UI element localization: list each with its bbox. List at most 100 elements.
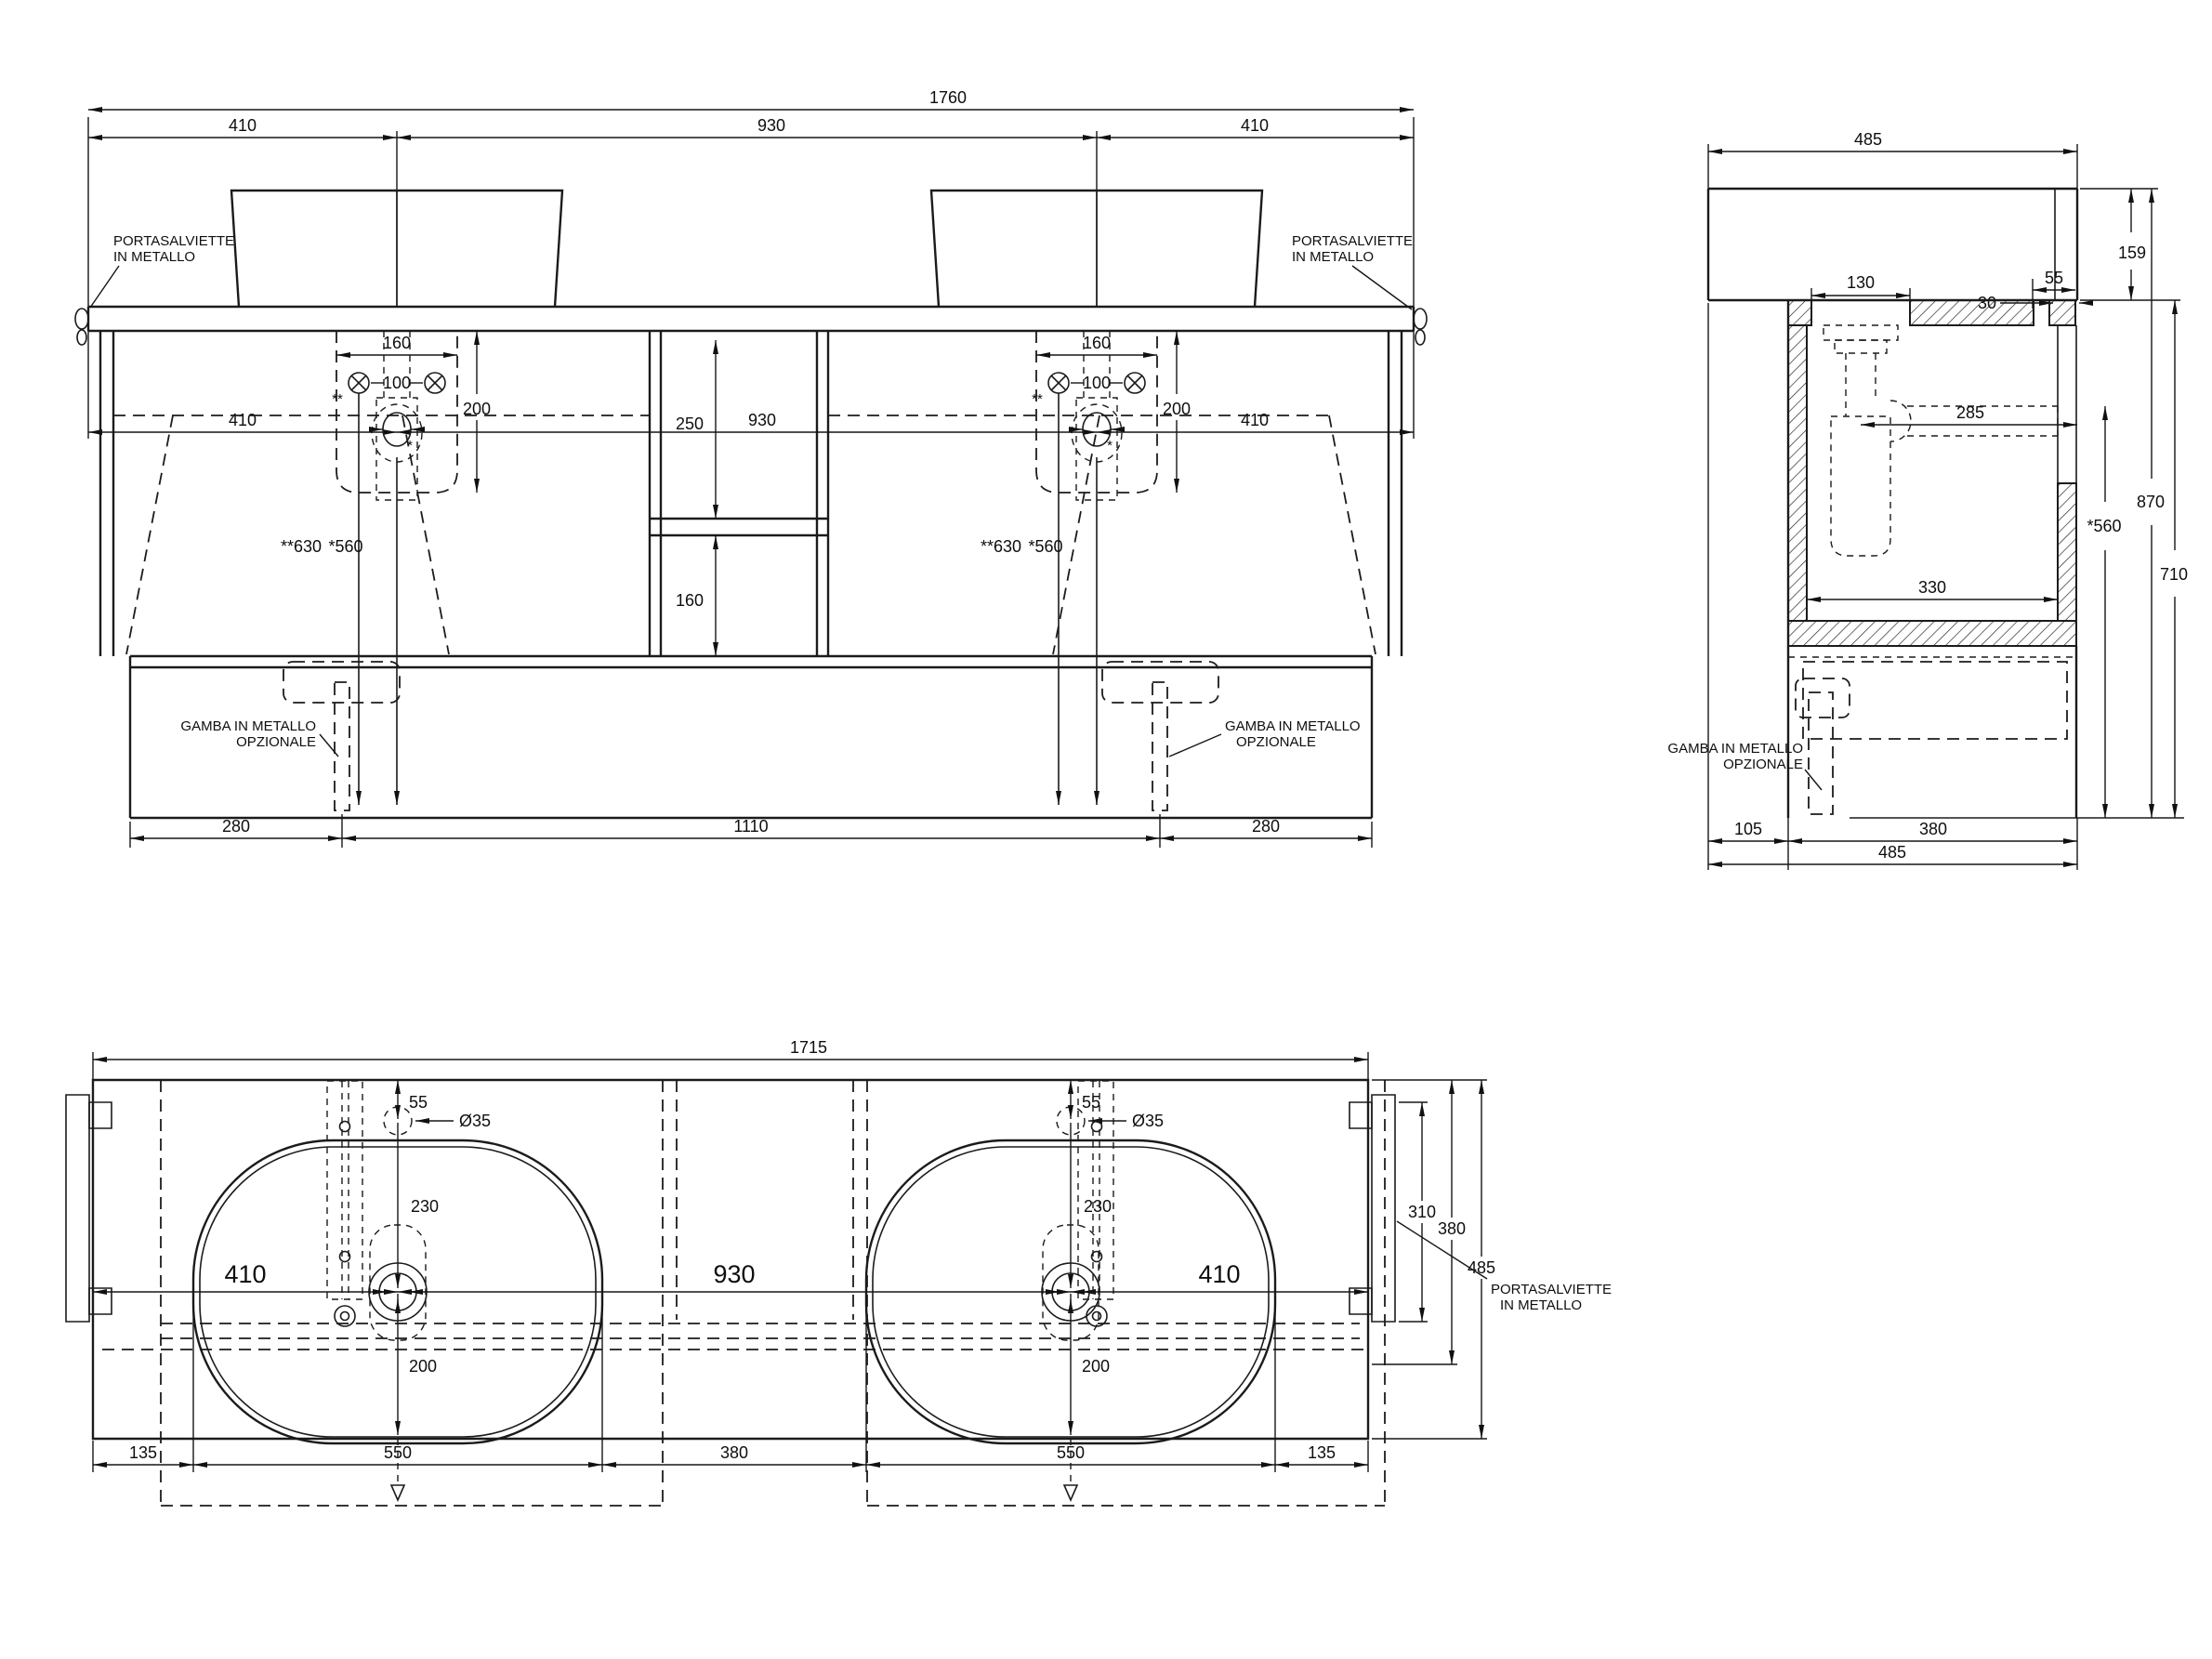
side-dim-top-right: 30 55 159	[1978, 189, 2180, 312]
plan-dim-total: 1715	[93, 1038, 1368, 1080]
side-dim-130: 130	[1847, 273, 1875, 292]
plan-towel-label-2: IN METALLO	[1500, 1297, 1582, 1313]
front-dim-200: 200	[463, 400, 491, 418]
side-dim-depth-top: 485	[1708, 130, 2077, 189]
front-marker-star-r: *	[1107, 438, 1113, 454]
side-leg-label-1: GAMBA IN METALLO	[1667, 741, 1803, 757]
side-base: GAMBA IN METALLO OPZIONALE	[1667, 646, 2076, 818]
front-frame	[100, 331, 1402, 656]
towel-label-l2: IN METALLO	[113, 249, 195, 265]
front-faucet-group-left: 160 100 ** * 200 **630 *560	[281, 331, 491, 805]
side-dim-330: 330	[1918, 578, 1946, 597]
front-dim-160-box-r: 160	[1083, 334, 1111, 352]
front-clearance-dashed	[113, 415, 1376, 654]
front-leg-callout-left: GAMBA IN METALLO OPZIONALE	[180, 718, 338, 757]
side-dim-55: 55	[2045, 269, 2063, 287]
front-dim-100: 100	[383, 374, 411, 392]
plan-clearance-left	[161, 1080, 677, 1506]
towel-label-r2: IN METALLO	[1292, 249, 1374, 265]
plan-dim-550-right: 550	[1057, 1443, 1085, 1462]
supply-point-icon	[425, 373, 445, 393]
front-marker-star: *	[407, 438, 413, 454]
side-counter-profile	[1708, 189, 2077, 300]
plan-towel-bar-right	[1350, 1095, 1395, 1322]
side-leg-label-2: OPZIONALE	[1723, 757, 1803, 772]
front-dim-1760: 1760	[929, 88, 967, 107]
front-basin-right	[931, 191, 1262, 307]
side-siphon-dashed: 285	[1824, 325, 2077, 556]
plan-towel-label-1: PORTASALVIETTE	[1491, 1282, 1612, 1297]
front-dim-160-lower: 160	[676, 591, 704, 610]
plan-dim-centerline: 410 930 410	[93, 1260, 1368, 1295]
front-dim-930: 930	[757, 116, 785, 135]
side-dim-870: 870	[2137, 493, 2165, 511]
side-dim-heights: *560 870 710	[1850, 189, 2188, 818]
front-dim-total: 1760	[88, 88, 1414, 307]
plan-dim-55: 55	[409, 1093, 428, 1112]
plan-leg-left	[327, 1081, 362, 1326]
side-view: 485 30 55 159 130 33	[1667, 130, 2188, 870]
front-base	[130, 656, 1372, 818]
front-leg-callout-right: GAMBA IN METALLO OPZIONALE	[1169, 718, 1361, 757]
plan-center-410-left: 410	[224, 1260, 266, 1288]
plan-dim-55-r: 55	[1082, 1093, 1100, 1112]
plan-dim-230: 230	[411, 1197, 439, 1216]
plan-dim-135-right: 135	[1308, 1443, 1336, 1462]
front-mid-410-left: 410	[229, 411, 257, 429]
side-dim-159: 159	[2118, 244, 2146, 262]
front-drop-630: **630	[281, 537, 322, 556]
plan-dim-380-right: 380	[1438, 1219, 1466, 1238]
front-dim-410-right: 410	[1241, 116, 1269, 135]
plan-clearance-right	[853, 1080, 1385, 1506]
front-dim-160-box: 160	[383, 334, 411, 352]
towel-label-l1: PORTASALVIETTE	[113, 233, 234, 249]
plan-dim-200-r: 200	[1082, 1357, 1110, 1376]
front-dim-280-right: 280	[1252, 817, 1280, 836]
plan-towel-bar-left	[66, 1095, 112, 1322]
plan-dim-bottom: 135 550 380 550 135	[93, 1297, 1368, 1472]
plan-dim-550-left: 550	[384, 1443, 412, 1462]
front-drop-560-r: *560	[1028, 537, 1062, 556]
towel-label-r1: PORTASALVIETTE	[1292, 233, 1413, 249]
side-dim-485-top: 485	[1854, 130, 1882, 149]
plan-dim-1715: 1715	[790, 1038, 827, 1057]
plan-dim-310: 310	[1408, 1203, 1436, 1221]
front-view: 1760 410 930 410 PORTASALVIETTE IN METAL…	[75, 88, 1427, 848]
side-dim-560: *560	[2087, 517, 2121, 535]
front-faucet-group-right: 160 100 ** * 200 **630 *560	[981, 331, 1191, 805]
plan-dim-485: 485	[1468, 1258, 1495, 1277]
side-dim-105: 105	[1734, 820, 1762, 838]
leg-label-l2: OPZIONALE	[236, 734, 316, 750]
plan-dim-d35: Ø35	[459, 1112, 491, 1130]
front-dim-mid: 410 930 410	[88, 331, 1414, 439]
front-dim-410-left: 410	[229, 116, 257, 135]
side-dim-285: 285	[1956, 403, 1984, 422]
front-dim-1110: 1110	[733, 817, 768, 836]
front-dim-centers: 410 930 410	[88, 116, 1414, 307]
front-dim-bottom: 280 1110 280	[130, 814, 1372, 848]
plan-countertop	[93, 1080, 1368, 1439]
side-dim-380: 380	[1919, 820, 1947, 838]
towel-bar-end-right-icon	[1414, 309, 1427, 329]
side-dim-710: 710	[2160, 565, 2188, 584]
towel-bar-end-left-icon	[75, 309, 88, 329]
front-marker-stars-r: **	[1032, 391, 1043, 407]
leg-label-r2: OPZIONALE	[1236, 734, 1316, 750]
front-dim-280-left: 280	[222, 817, 250, 836]
front-dim-250: 250	[676, 415, 704, 433]
front-marker-stars: **	[332, 391, 343, 407]
front-countertop	[75, 307, 1427, 345]
front-dim-100-r: 100	[1083, 374, 1111, 392]
plan-dim-380: 380	[720, 1443, 748, 1462]
plan-center-930: 930	[713, 1260, 755, 1288]
front-drop-560: *560	[328, 537, 362, 556]
plan-dim-230-r: 230	[1084, 1197, 1112, 1216]
front-mid-930: 930	[748, 411, 776, 429]
plan-dim-d35-r: Ø35	[1132, 1112, 1164, 1130]
side-dim-485-bottom: 485	[1878, 843, 1906, 862]
plan-view: 1715	[66, 1038, 1612, 1506]
side-dim-bottom: 105 380 485	[1708, 303, 2077, 870]
front-towel-callout-left: PORTASALVIETTE IN METALLO	[90, 233, 234, 308]
plan-dim-135-left: 135	[129, 1443, 157, 1462]
